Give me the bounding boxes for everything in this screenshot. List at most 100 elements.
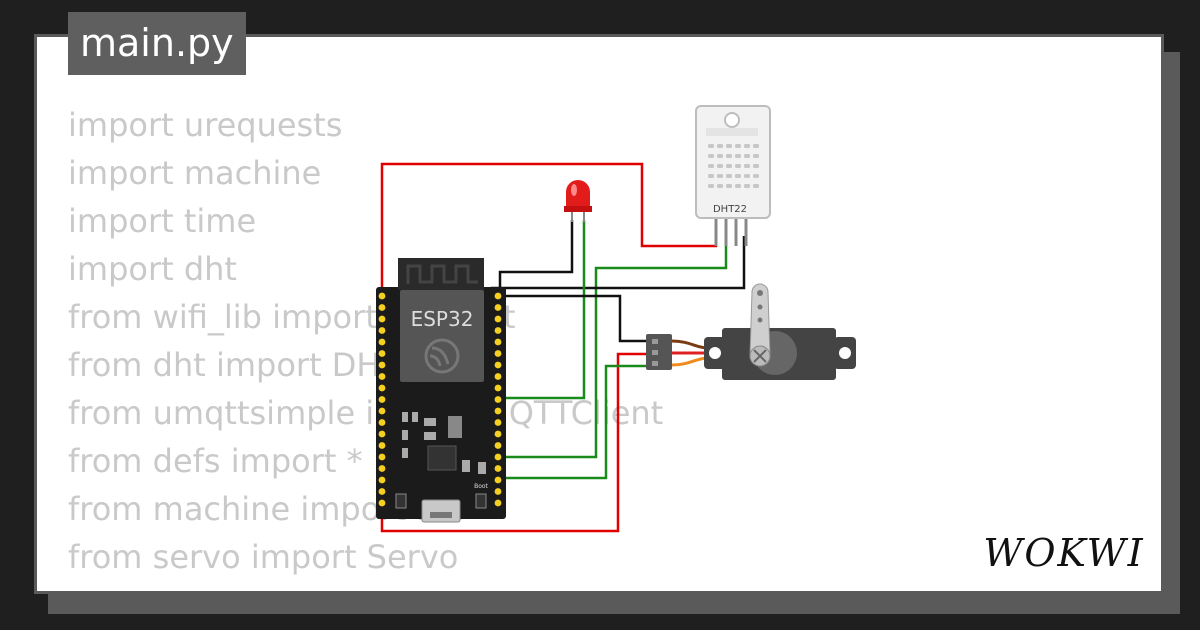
board-pin[interactable] bbox=[494, 442, 502, 449]
board-pin[interactable] bbox=[494, 338, 502, 346]
preview-card bbox=[34, 34, 1164, 594]
board-pin[interactable] bbox=[494, 430, 502, 438]
board-pin[interactable] bbox=[378, 499, 386, 507]
dht22-sensor[interactable]: DHT22 bbox=[695, 105, 771, 246]
board-pin[interactable] bbox=[494, 315, 502, 323]
board-pin[interactable] bbox=[378, 361, 386, 369]
board-pin[interactable] bbox=[494, 361, 502, 369]
vent-slot bbox=[735, 164, 741, 168]
code-line: from defs import * bbox=[68, 442, 363, 480]
vent-slot bbox=[744, 144, 750, 148]
dht-label: DHT22 bbox=[713, 204, 747, 215]
board-pin[interactable] bbox=[378, 315, 386, 323]
board-pin[interactable] bbox=[378, 465, 386, 472]
board-pin[interactable] bbox=[378, 430, 386, 438]
code-line: import machine bbox=[68, 154, 322, 192]
servo-cable-brown bbox=[671, 339, 709, 350]
board-pin[interactable] bbox=[378, 304, 386, 311]
red-led[interactable] bbox=[564, 180, 592, 222]
board-pin[interactable] bbox=[494, 373, 502, 380]
vent-slot bbox=[708, 174, 714, 178]
board-pin[interactable] bbox=[494, 327, 502, 334]
vent-slot bbox=[708, 144, 714, 148]
board-pin[interactable] bbox=[378, 476, 386, 484]
vent-slot bbox=[726, 184, 732, 188]
board-pin[interactable] bbox=[494, 419, 502, 426]
board-pin[interactable] bbox=[494, 384, 502, 392]
vent-slot bbox=[726, 144, 732, 148]
servo-motor[interactable] bbox=[646, 283, 856, 380]
board-pin[interactable] bbox=[494, 476, 502, 484]
vent-slot bbox=[726, 164, 732, 168]
vent-slot bbox=[708, 154, 714, 158]
vent-slot bbox=[735, 144, 741, 148]
smd-components bbox=[402, 412, 486, 474]
board-pin[interactable] bbox=[378, 373, 386, 380]
dht-tab bbox=[706, 128, 758, 136]
servo-mount-hole-right bbox=[839, 347, 851, 359]
vent-slot bbox=[726, 154, 732, 158]
servo-horn-hole-3 bbox=[757, 317, 763, 323]
servo-connector-pin-2 bbox=[652, 350, 658, 355]
board-pin[interactable] bbox=[378, 442, 386, 449]
esp32-board[interactable]: ESP32 Boot bbox=[376, 258, 506, 523]
dht-vent-grille bbox=[708, 144, 759, 188]
board-pin[interactable] bbox=[378, 488, 386, 495]
board-pin[interactable] bbox=[378, 396, 386, 403]
code-line: import dht bbox=[68, 250, 237, 288]
vent-slot bbox=[735, 154, 741, 158]
board-pin[interactable] bbox=[378, 419, 386, 426]
wire-black-led bbox=[498, 220, 574, 294]
board-label: ESP32 bbox=[411, 307, 474, 331]
vent-slot bbox=[717, 164, 723, 168]
usb-uart-chip bbox=[427, 445, 457, 471]
right-pin-header bbox=[494, 292, 502, 507]
vent-slot bbox=[744, 154, 750, 158]
usb-port-slot bbox=[430, 512, 452, 518]
board-pin[interactable] bbox=[494, 488, 502, 495]
board-pin[interactable] bbox=[494, 292, 502, 300]
vent-slot bbox=[744, 184, 750, 188]
vent-slot bbox=[717, 174, 723, 178]
wire-green-servo-signal bbox=[492, 364, 648, 480]
board-pin[interactable] bbox=[494, 396, 502, 403]
vent-slot bbox=[753, 174, 759, 178]
en-button[interactable] bbox=[395, 493, 407, 509]
boot-button[interactable] bbox=[475, 493, 487, 509]
board-pin[interactable] bbox=[494, 499, 502, 507]
board-pin[interactable] bbox=[378, 292, 386, 300]
code-line: import urequests bbox=[68, 106, 343, 144]
wokwi-logo: WOKWI bbox=[983, 531, 1142, 575]
led-base bbox=[564, 206, 592, 212]
board-pin[interactable] bbox=[378, 407, 386, 415]
espressif-logo-icon bbox=[424, 338, 460, 374]
board-pin[interactable] bbox=[494, 407, 502, 415]
board-pin[interactable] bbox=[494, 304, 502, 311]
vent-slot bbox=[717, 144, 723, 148]
board-pin[interactable] bbox=[378, 384, 386, 392]
rf-shield bbox=[400, 290, 484, 382]
board-pin[interactable] bbox=[494, 350, 502, 357]
vent-slot bbox=[726, 174, 732, 178]
wire-black-servo-gnd bbox=[492, 294, 648, 343]
board-pin[interactable] bbox=[494, 465, 502, 472]
vent-slot bbox=[744, 164, 750, 168]
wire-green-dht-data bbox=[492, 236, 728, 459]
wire-red-servo-vcc bbox=[380, 352, 648, 533]
usb-port bbox=[421, 499, 461, 523]
servo-connector-pin-3 bbox=[652, 361, 658, 366]
vent-slot bbox=[717, 184, 723, 188]
dht-mount-hole bbox=[724, 112, 740, 128]
file-tab-main[interactable]: main.py bbox=[68, 12, 246, 75]
servo-shaft-screw-icon bbox=[753, 349, 767, 363]
board-pin[interactable] bbox=[494, 453, 502, 461]
vent-slot bbox=[735, 174, 741, 178]
code-line: from servo import Servo bbox=[68, 538, 459, 576]
board-pin[interactable] bbox=[378, 338, 386, 346]
board-pin[interactable] bbox=[378, 453, 386, 461]
servo-connector bbox=[646, 334, 672, 370]
vent-slot bbox=[708, 164, 714, 168]
vent-slot bbox=[708, 184, 714, 188]
board-pin[interactable] bbox=[378, 327, 386, 334]
board-pin[interactable] bbox=[378, 350, 386, 357]
